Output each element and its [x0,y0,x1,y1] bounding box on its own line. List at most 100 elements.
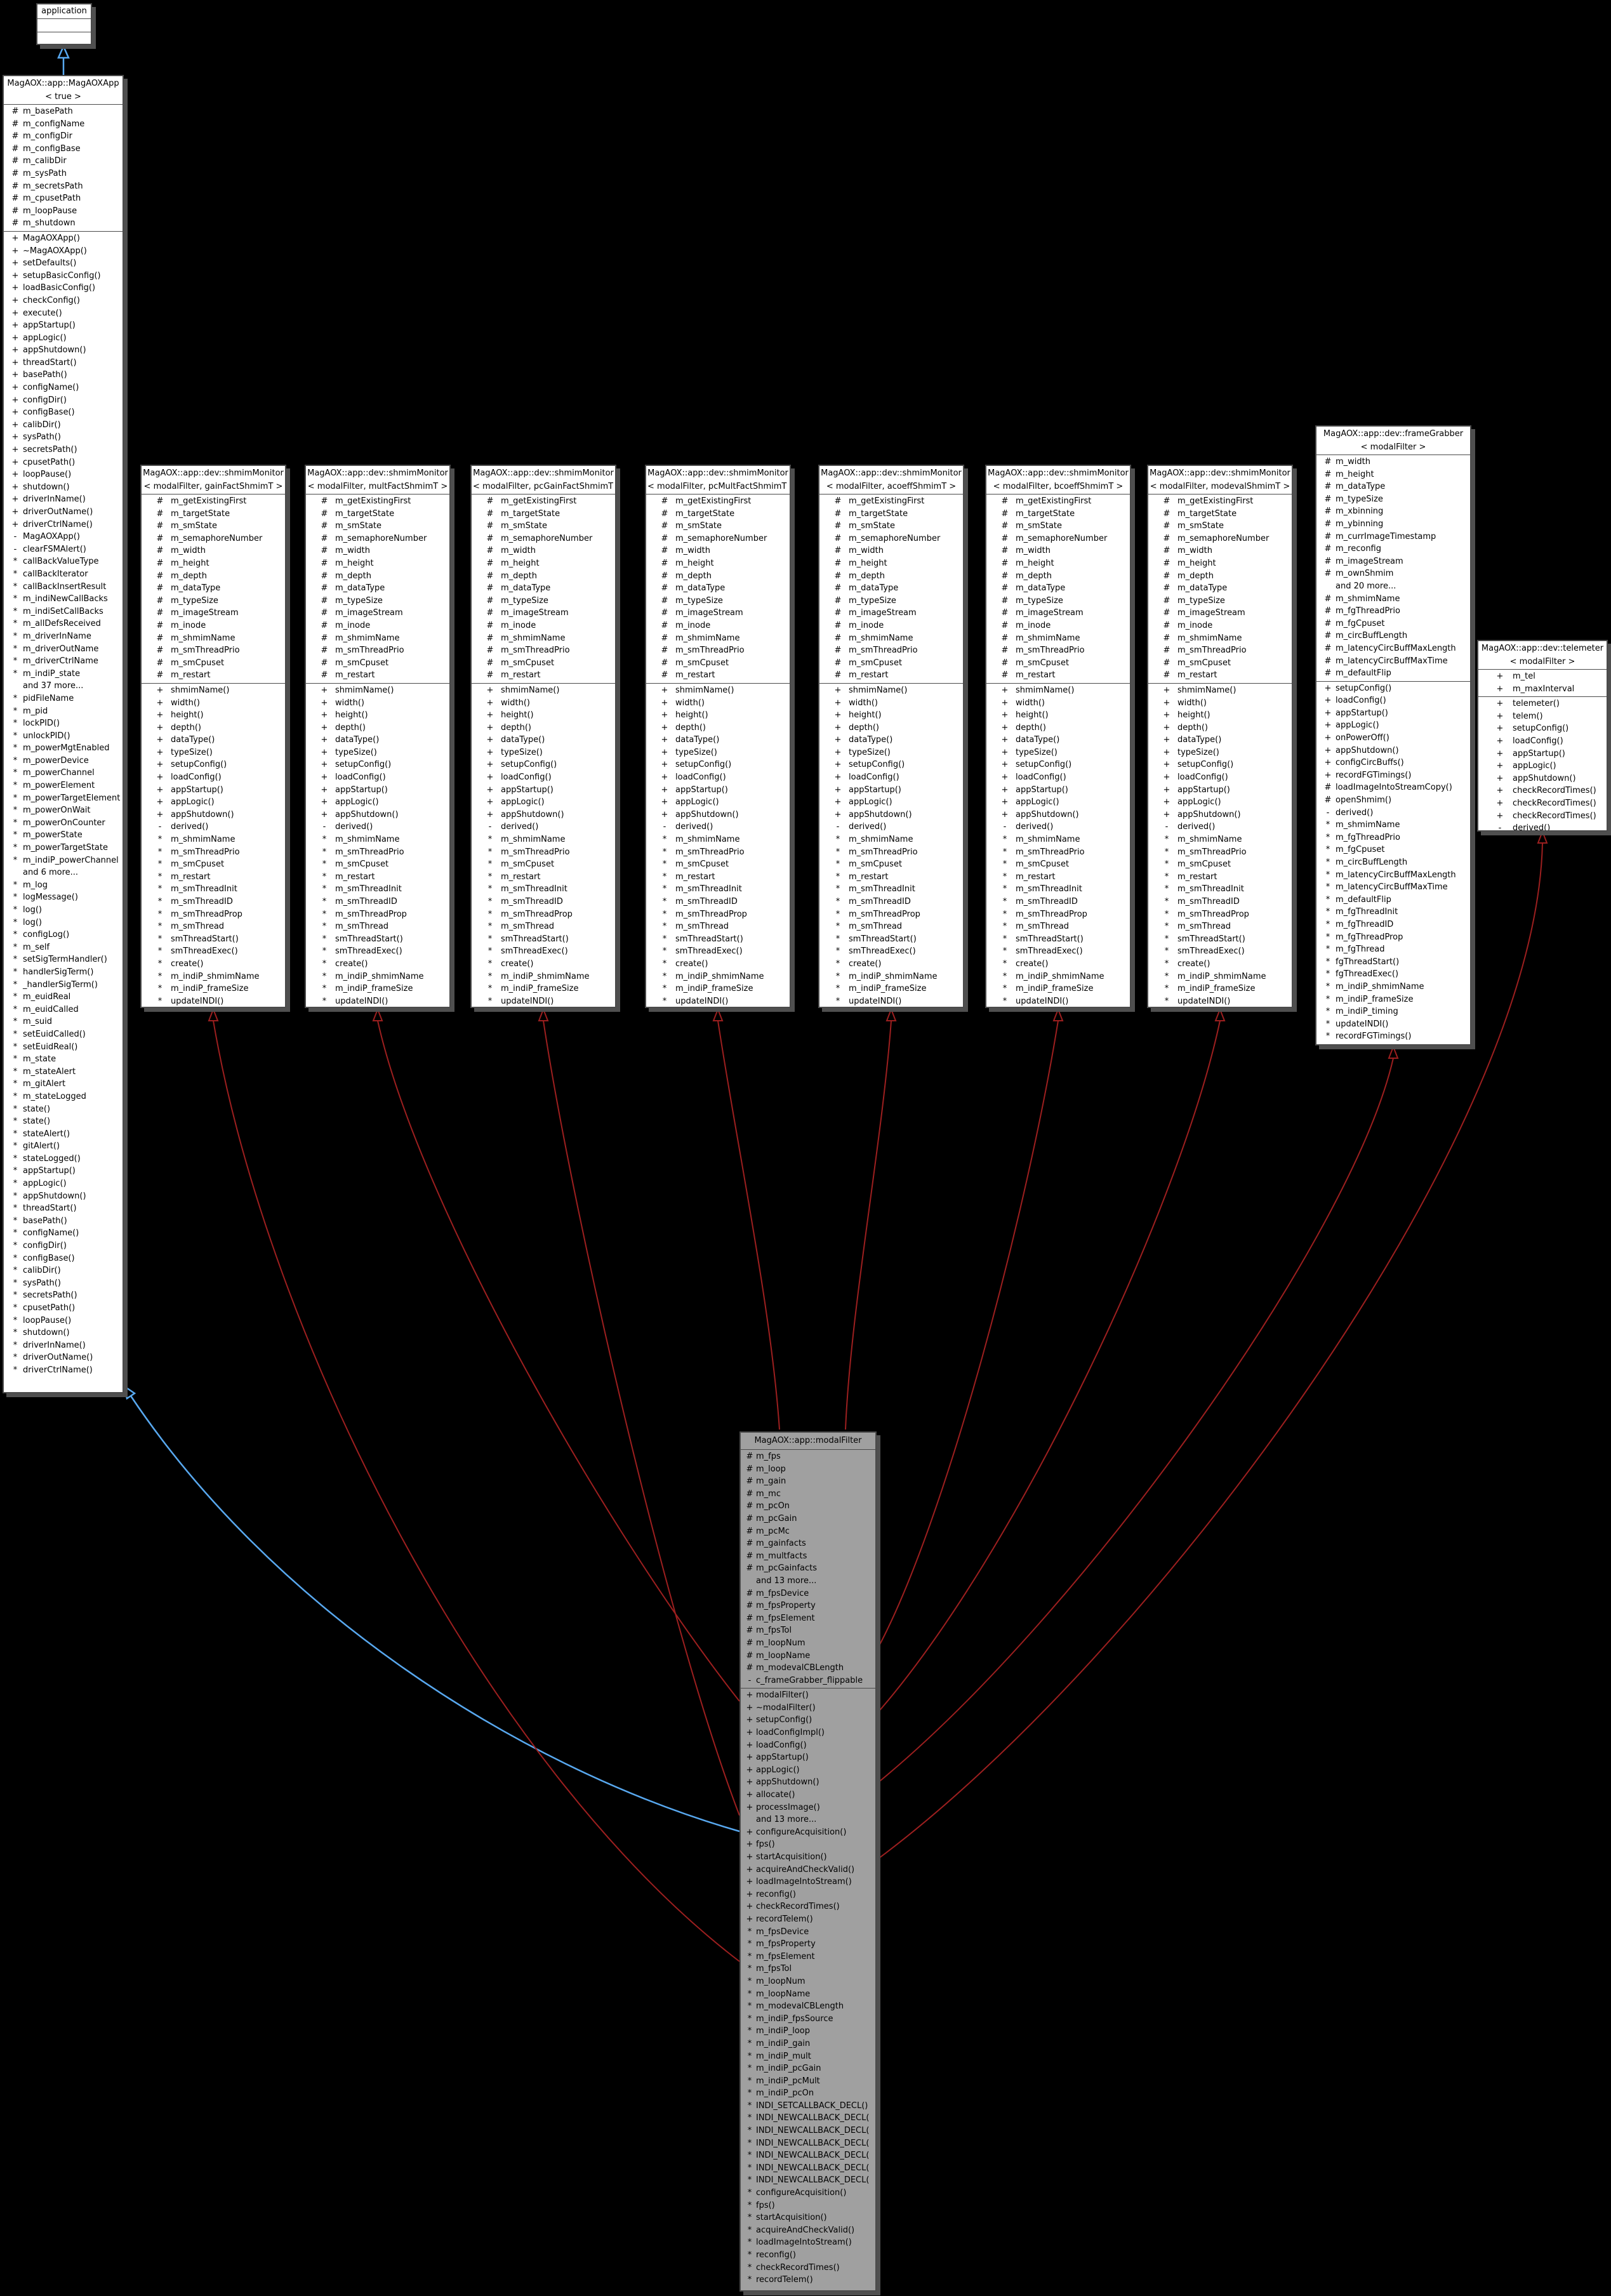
member-name: stateAlert() [23,1129,70,1139]
member-visibility: * [487,922,493,932]
member-visibility: * [1325,932,1330,942]
member-name: m_restart [849,872,889,882]
member-visibility: # [834,633,842,643]
member-row: *updateINDI() [986,995,1130,1007]
member-name: m_inode [675,620,711,630]
member-name: m_smThreadProp [171,909,242,919]
member-name: m_targetState [849,508,908,519]
member-name: shutdown() [23,482,70,492]
member-visibility: # [661,633,668,643]
class-shmimmonitor-multfact[interactable]: MagAOX::app::dev::shmimMonitor< modalFil… [305,465,451,1008]
class-shmimmonitor-title-line1: MagAOX::app::dev::shmimMonitor [647,468,788,478]
member-row: #m_smThreadPrio [1148,644,1292,657]
member-name: appShutdown() [1016,809,1079,820]
member-name: m_driverOutName [23,644,99,654]
member-visibility: + [321,698,328,708]
member-visibility: + [11,420,19,430]
member-name: derived() [849,822,887,832]
member-visibility: + [834,773,842,783]
member-row: *m_indiP_fpsSource [741,2013,875,2026]
member-name: m_typeSize [335,595,383,606]
class-shmimmonitor-gainfact[interactable]: MagAOX::app::dev::shmimMonitor< modalFil… [140,465,286,1008]
member-row: *m_smThreadProp [472,908,615,921]
member-visibility: * [1325,870,1330,880]
member-row: #m_semaphoreNumber [986,533,1130,545]
member-visibility: + [1496,773,1504,783]
member-row: #m_smCpuset [819,657,963,670]
member-name: m_configDir [23,131,72,142]
member-visibility: + [11,457,19,467]
member-row: *m_fgThread [1316,943,1470,956]
class-application[interactable]: application [36,3,92,45]
member-row: *state() [4,1115,123,1128]
member-row: +appStartup() [472,784,615,797]
member-name: m_smThreadID [1016,897,1078,906]
member-row: *m_fpsProperty [741,1938,875,1951]
member-visibility: # [486,558,494,568]
class-shmimmonitor-methods: +shmimName()+width()+height()+depth()+da… [142,682,285,1007]
member-name: m_powerTargetElement [23,793,121,803]
member-visibility: * [157,984,162,994]
member-row: #m_shmimName [1316,593,1470,606]
class-modalfilter[interactable]: MagAOX::app::modalFilter #m_fps#m_loop#m… [739,1431,877,2292]
member-row: #m_width [472,545,615,557]
member-visibility: # [1324,618,1332,628]
member-visibility: + [746,1728,753,1738]
class-framegrabber[interactable]: MagAOX::app::dev::frameGrabber < modalFi… [1315,425,1471,1045]
member-row: #m_multfacts [741,1550,875,1563]
member-row: +appLogic() [1316,719,1470,732]
member-row: +setupConfig() [472,759,615,771]
member-row: +typeSize() [986,747,1130,759]
class-telemeter[interactable]: MagAOX::app::dev::telemeter < modalFilte… [1477,640,1608,832]
class-shmimmonitor-pcgainfact[interactable]: MagAOX::app::dev::shmimMonitor< modalFil… [470,465,616,1008]
member-name: appStartup() [849,785,901,795]
member-name: m_indiP_frameSize [849,984,927,994]
member-row: #m_smCpuset [1148,657,1292,670]
member-name: m_shutdown [23,218,76,229]
member-row: *create() [986,958,1130,971]
member-name: m_restart [501,872,541,882]
member-row: *m_smThreadPrio [142,846,285,859]
member-row: *m_smCpuset [306,858,449,871]
class-magaoxapp[interactable]: MagAOX::app::MagAOXApp < true > #m_baseP… [3,75,124,1393]
member-visibility: # [321,546,328,556]
member-visibility: * [662,897,667,906]
member-visibility: # [486,496,494,506]
member-name: m_targetState [501,508,560,519]
member-row: #m_dataType [646,582,790,595]
member-row: *m_indiP_mult [741,2050,875,2063]
member-visibility: + [1001,735,1009,745]
class-shmimmonitor-bcoeff[interactable]: MagAOX::app::dev::shmimMonitor< modalFil… [985,465,1131,1008]
member-row: #m_getExistingFirst [1148,495,1292,508]
member-name: handlerSigTerm() [23,967,94,977]
class-shmimmonitor-pcmultfact[interactable]: MagAOX::app::dev::shmimMonitor< modalFil… [645,465,791,1008]
member-row: *log() [4,917,123,929]
member-visibility: # [1324,531,1332,541]
member-visibility: - [1165,822,1169,832]
class-telemeter-attributes: +m_tel+m_maxInterval [1478,669,1607,696]
member-name: m_smThreadPrio [501,646,570,656]
member-name: cpusetPath() [23,1303,76,1313]
member-visibility: + [746,1765,753,1775]
member-row: +appStartup() [986,784,1130,797]
member-visibility: * [1002,946,1007,957]
member-row: *m_latencyCircBuffMaxTime [1316,881,1470,894]
member-visibility: * [835,996,840,1006]
member-visibility: + [661,785,668,795]
member-name: m_typeSize [171,595,218,606]
member-visibility: * [747,2151,752,2161]
member-visibility: # [746,1601,753,1611]
member-name: m_restart [675,670,715,680]
member-name: m_fpsProperty [756,1939,816,1949]
member-row: *m_smCpuset [472,858,615,871]
class-shmimmonitor-modeval[interactable]: MagAOX::app::dev::shmimMonitor< modalFil… [1147,465,1293,1008]
member-row: *m_powerDevice [4,755,123,767]
member-name: loadImageIntoStream() [756,2238,852,2248]
class-shmimmonitor-acoeff[interactable]: MagAOX::app::dev::shmimMonitor< modalFil… [818,465,964,1008]
member-row: #m_ybinning [1316,518,1470,531]
member-row: #m_configDir [4,130,123,143]
class-application-methods-empty [37,32,91,44]
member-visibility: * [157,971,162,981]
member-row: and 20 more... [1316,580,1470,593]
member-row: *m_smThreadInit [142,883,285,896]
